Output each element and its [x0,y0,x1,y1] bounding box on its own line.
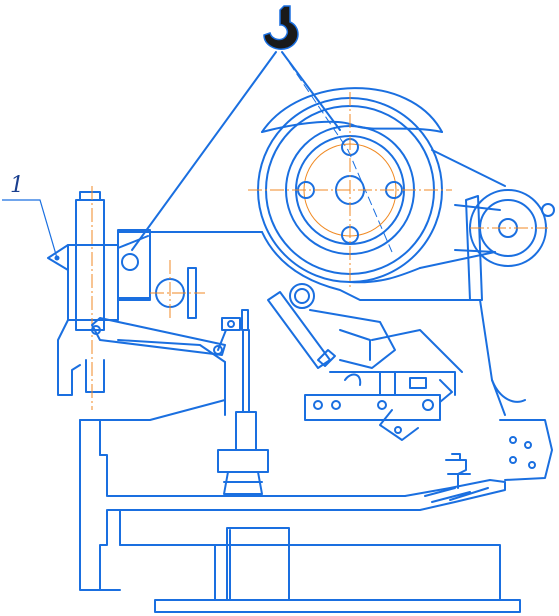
crane-hook [263,5,299,50]
shaft-bracket [150,260,205,320]
lifting-slings [131,51,393,253]
tool-holder [267,283,396,369]
pull-rod-cylinder [217,329,269,495]
motor-pulley [454,189,555,301]
left-column [47,186,119,410]
rotary-fixture [304,329,463,441]
sling-bracket [117,229,151,299]
callout-label: 1 [10,173,24,198]
belt-drive [349,149,506,284]
machine-frame [99,231,553,481]
linkage-lever [91,309,249,356]
base-rail [107,453,506,511]
main-flywheel [248,92,452,290]
lower-base [79,419,521,613]
callout-1: 1 [2,173,58,259]
